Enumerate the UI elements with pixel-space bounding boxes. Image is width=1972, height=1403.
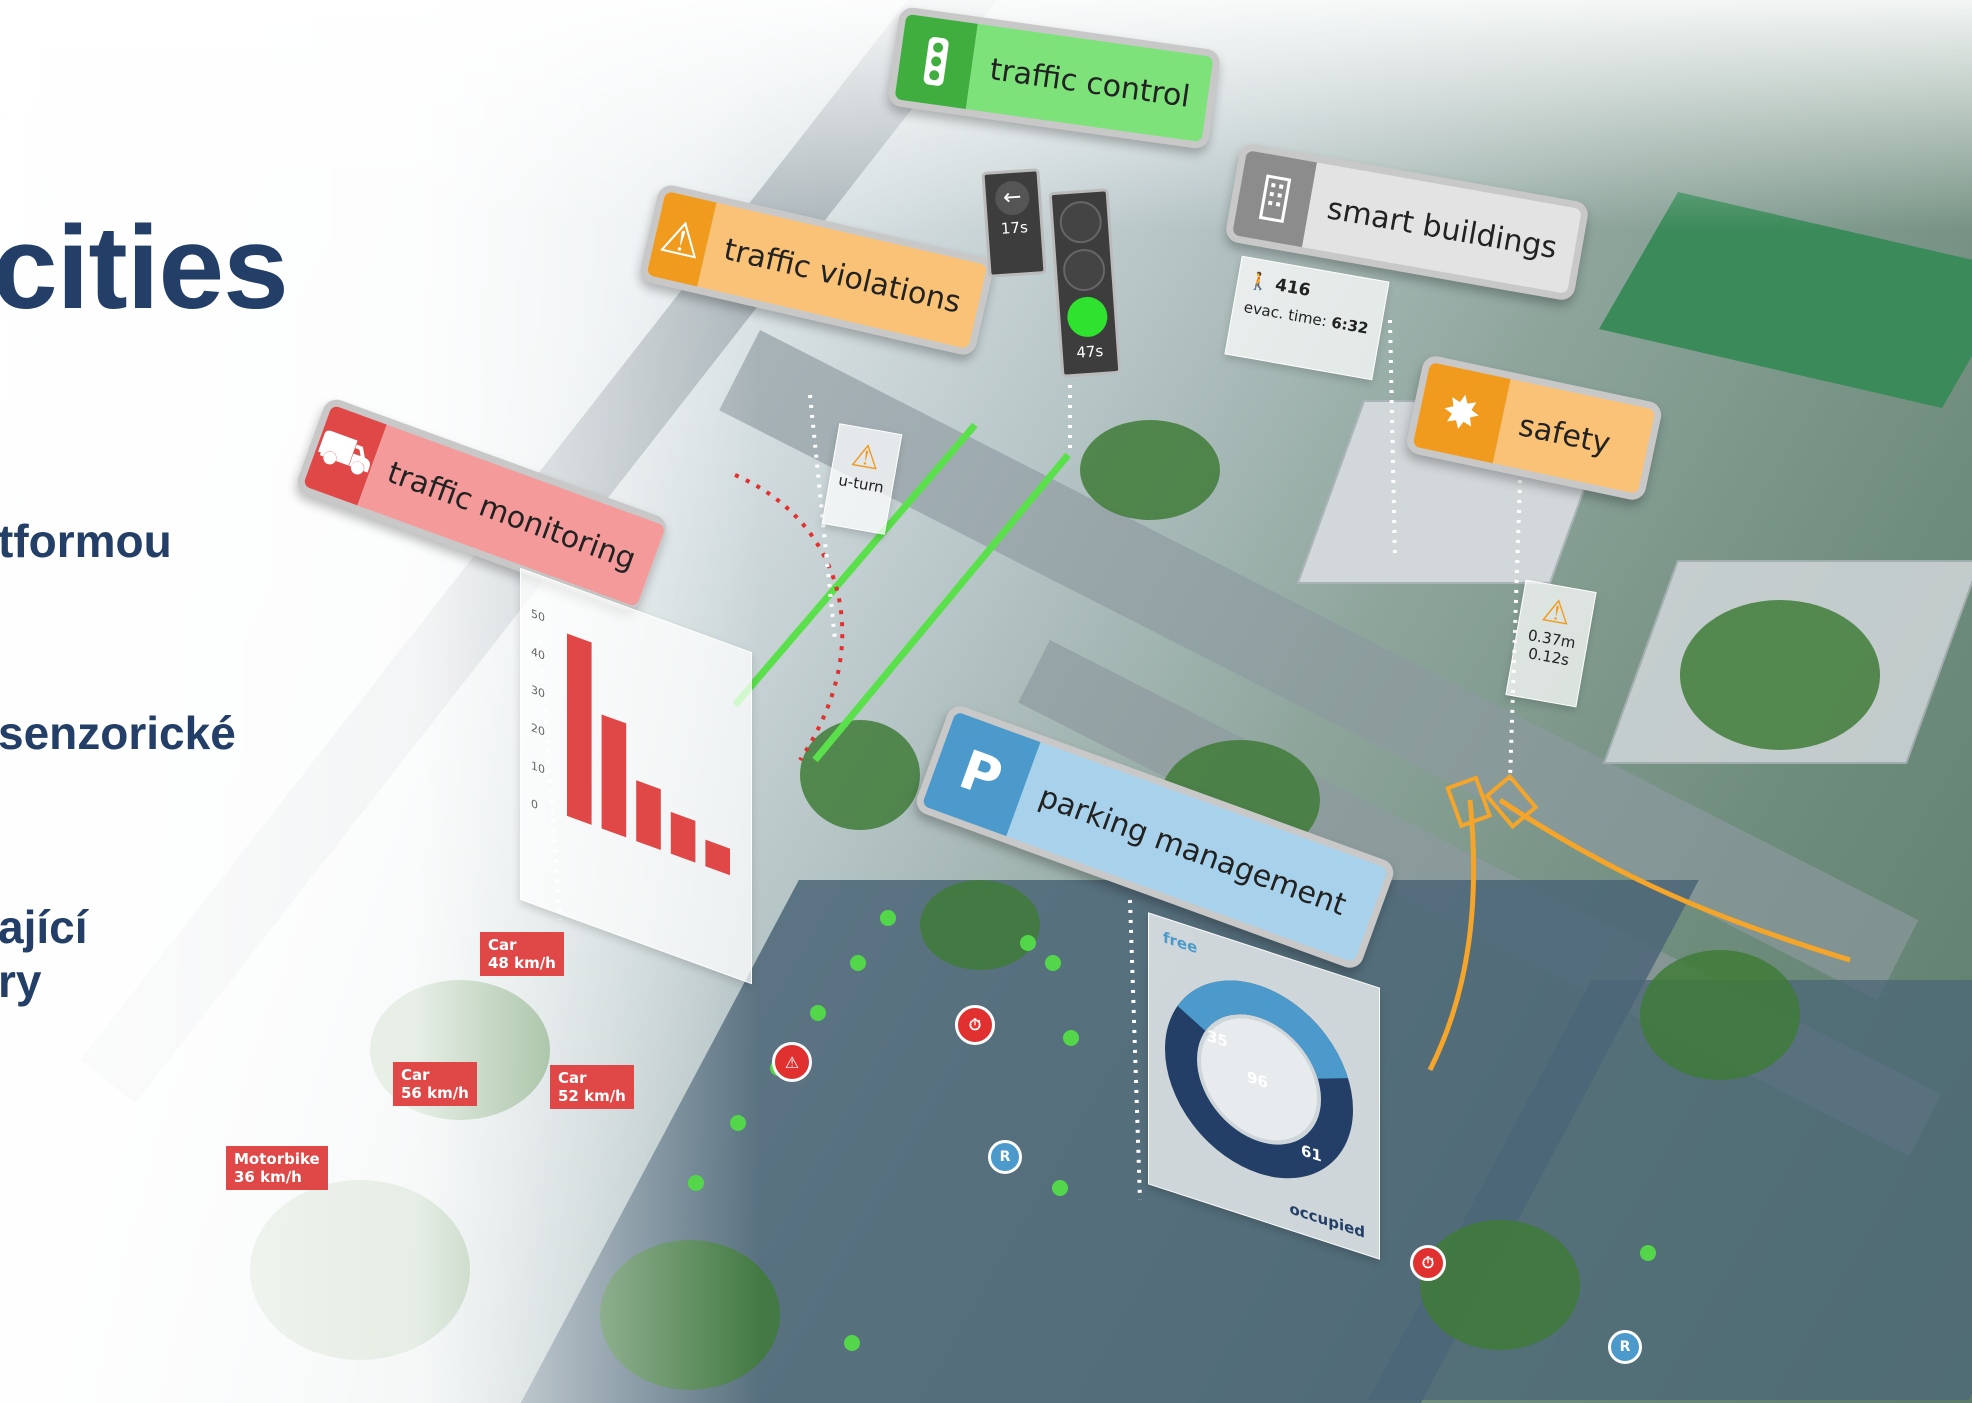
arrow-signal: ← 17s [981,168,1047,278]
arrow-left-icon: ← [994,179,1031,217]
vehicle-speed: 36 km/h [234,1168,302,1186]
trees [1420,1220,1580,1350]
green-lane-line [732,422,978,708]
headline-bullet-3-line-2: ry [0,955,42,1007]
reserved-spot-icon: R [1608,1330,1642,1364]
donut-occupied-value: 61 [1301,1141,1322,1165]
vehicle-path [1498,797,1851,963]
free-spot-marker [1063,1030,1079,1046]
chart-tick-label: 30 [531,682,545,701]
trees [1680,600,1880,750]
chart-tick-label: 0 [531,796,538,812]
donut-center [1201,1018,1317,1141]
parking-donut-chart: 35 96 61 [1165,980,1353,1179]
chart-bar [636,780,661,851]
headline-bullet-1: tformou [0,515,172,567]
free-spot-marker [1045,955,1061,971]
light-green-icon [1066,295,1109,339]
vehicle-path [1427,799,1477,1072]
chart-bar [601,714,627,838]
chart-tick-label: 40 [531,644,545,663]
free-spot-marker [810,1005,826,1021]
free-spot-marker [1020,935,1036,951]
leader-line [1128,899,1142,1201]
trees [800,720,920,830]
chart-bar [705,839,730,876]
trees [1640,950,1800,1080]
vehicle-highlight [1445,775,1493,829]
headline-bullet-3-line-1: ající [0,901,88,953]
free-spot-marker [688,1175,704,1191]
timed-parking-icon: ⏱ [955,1005,995,1045]
traffic-light-icon [894,13,979,110]
vehicle-highlight [1484,773,1539,830]
donut-free-segment [1165,980,1353,1179]
trees [920,880,1040,970]
leader-line [808,394,837,641]
uturn-path [734,473,845,762]
reserved-spot-icon: R [988,1140,1022,1174]
headline-title: cities [0,202,289,334]
free-spot-marker [1052,1180,1068,1196]
timed-parking-icon: ⏱ [1410,1245,1446,1281]
monitoring-bar-chart: 50 40 30 20 10 0 [531,606,730,876]
trees [1080,420,1220,520]
pedestrian-icon: 🚶 [1246,270,1272,294]
evac-label: evac. time: [1242,298,1329,331]
headline-bullet-2: senzorické [0,707,236,759]
evac-value: 6:32 [1329,313,1370,338]
free-spot-marker [880,910,896,926]
chart-tick-label: 10 [531,758,545,777]
headline-bullet-3: ající ry [0,900,88,1008]
occupants-count: 416 [1273,275,1313,302]
green-lane-line [812,452,1071,763]
free-spot-marker [844,1335,860,1351]
chart-bar [670,811,696,863]
warning-spot-icon: ⚠ [772,1042,812,1082]
vehicle-speed: 56 km/h [401,1084,469,1102]
sign-traffic-control[interactable]: traffic control [886,5,1222,151]
chart-tick-label: 50 [531,606,545,625]
free-spot-marker [730,1115,746,1131]
green-timer: 47s [1075,341,1104,362]
chart-bar [567,633,592,825]
building-icon [1232,150,1318,248]
free-spot-marker [1640,1245,1656,1261]
leader-line [1508,479,1522,781]
donut-total-value: 96 [1247,1068,1268,1092]
vehicle-type: Car [401,1066,430,1084]
light-off-icon [1058,199,1104,245]
traffic-light: 47s [1048,188,1122,378]
light-off-icon [1061,247,1107,293]
parking-letter: P [951,737,1011,811]
vehicle-speed: 52 km/h [558,1087,626,1105]
free-spot-marker [850,955,866,971]
vehicle-type: Car [558,1069,587,1087]
arrow-timer: 17s [1000,218,1029,238]
vehicle-speed: 48 km/h [488,954,556,972]
donut-free-value: 35 [1207,1027,1228,1051]
vehicle-type: Motorbike [234,1150,320,1168]
traffic-monitoring-chart: 50 40 30 20 10 0 [520,567,752,985]
leader-line [1388,319,1397,561]
vehicle-type: Car [488,936,517,954]
chart-tick-label: 20 [531,720,545,739]
sign-smart-buildings[interactable]: smart buildings [1224,142,1590,302]
